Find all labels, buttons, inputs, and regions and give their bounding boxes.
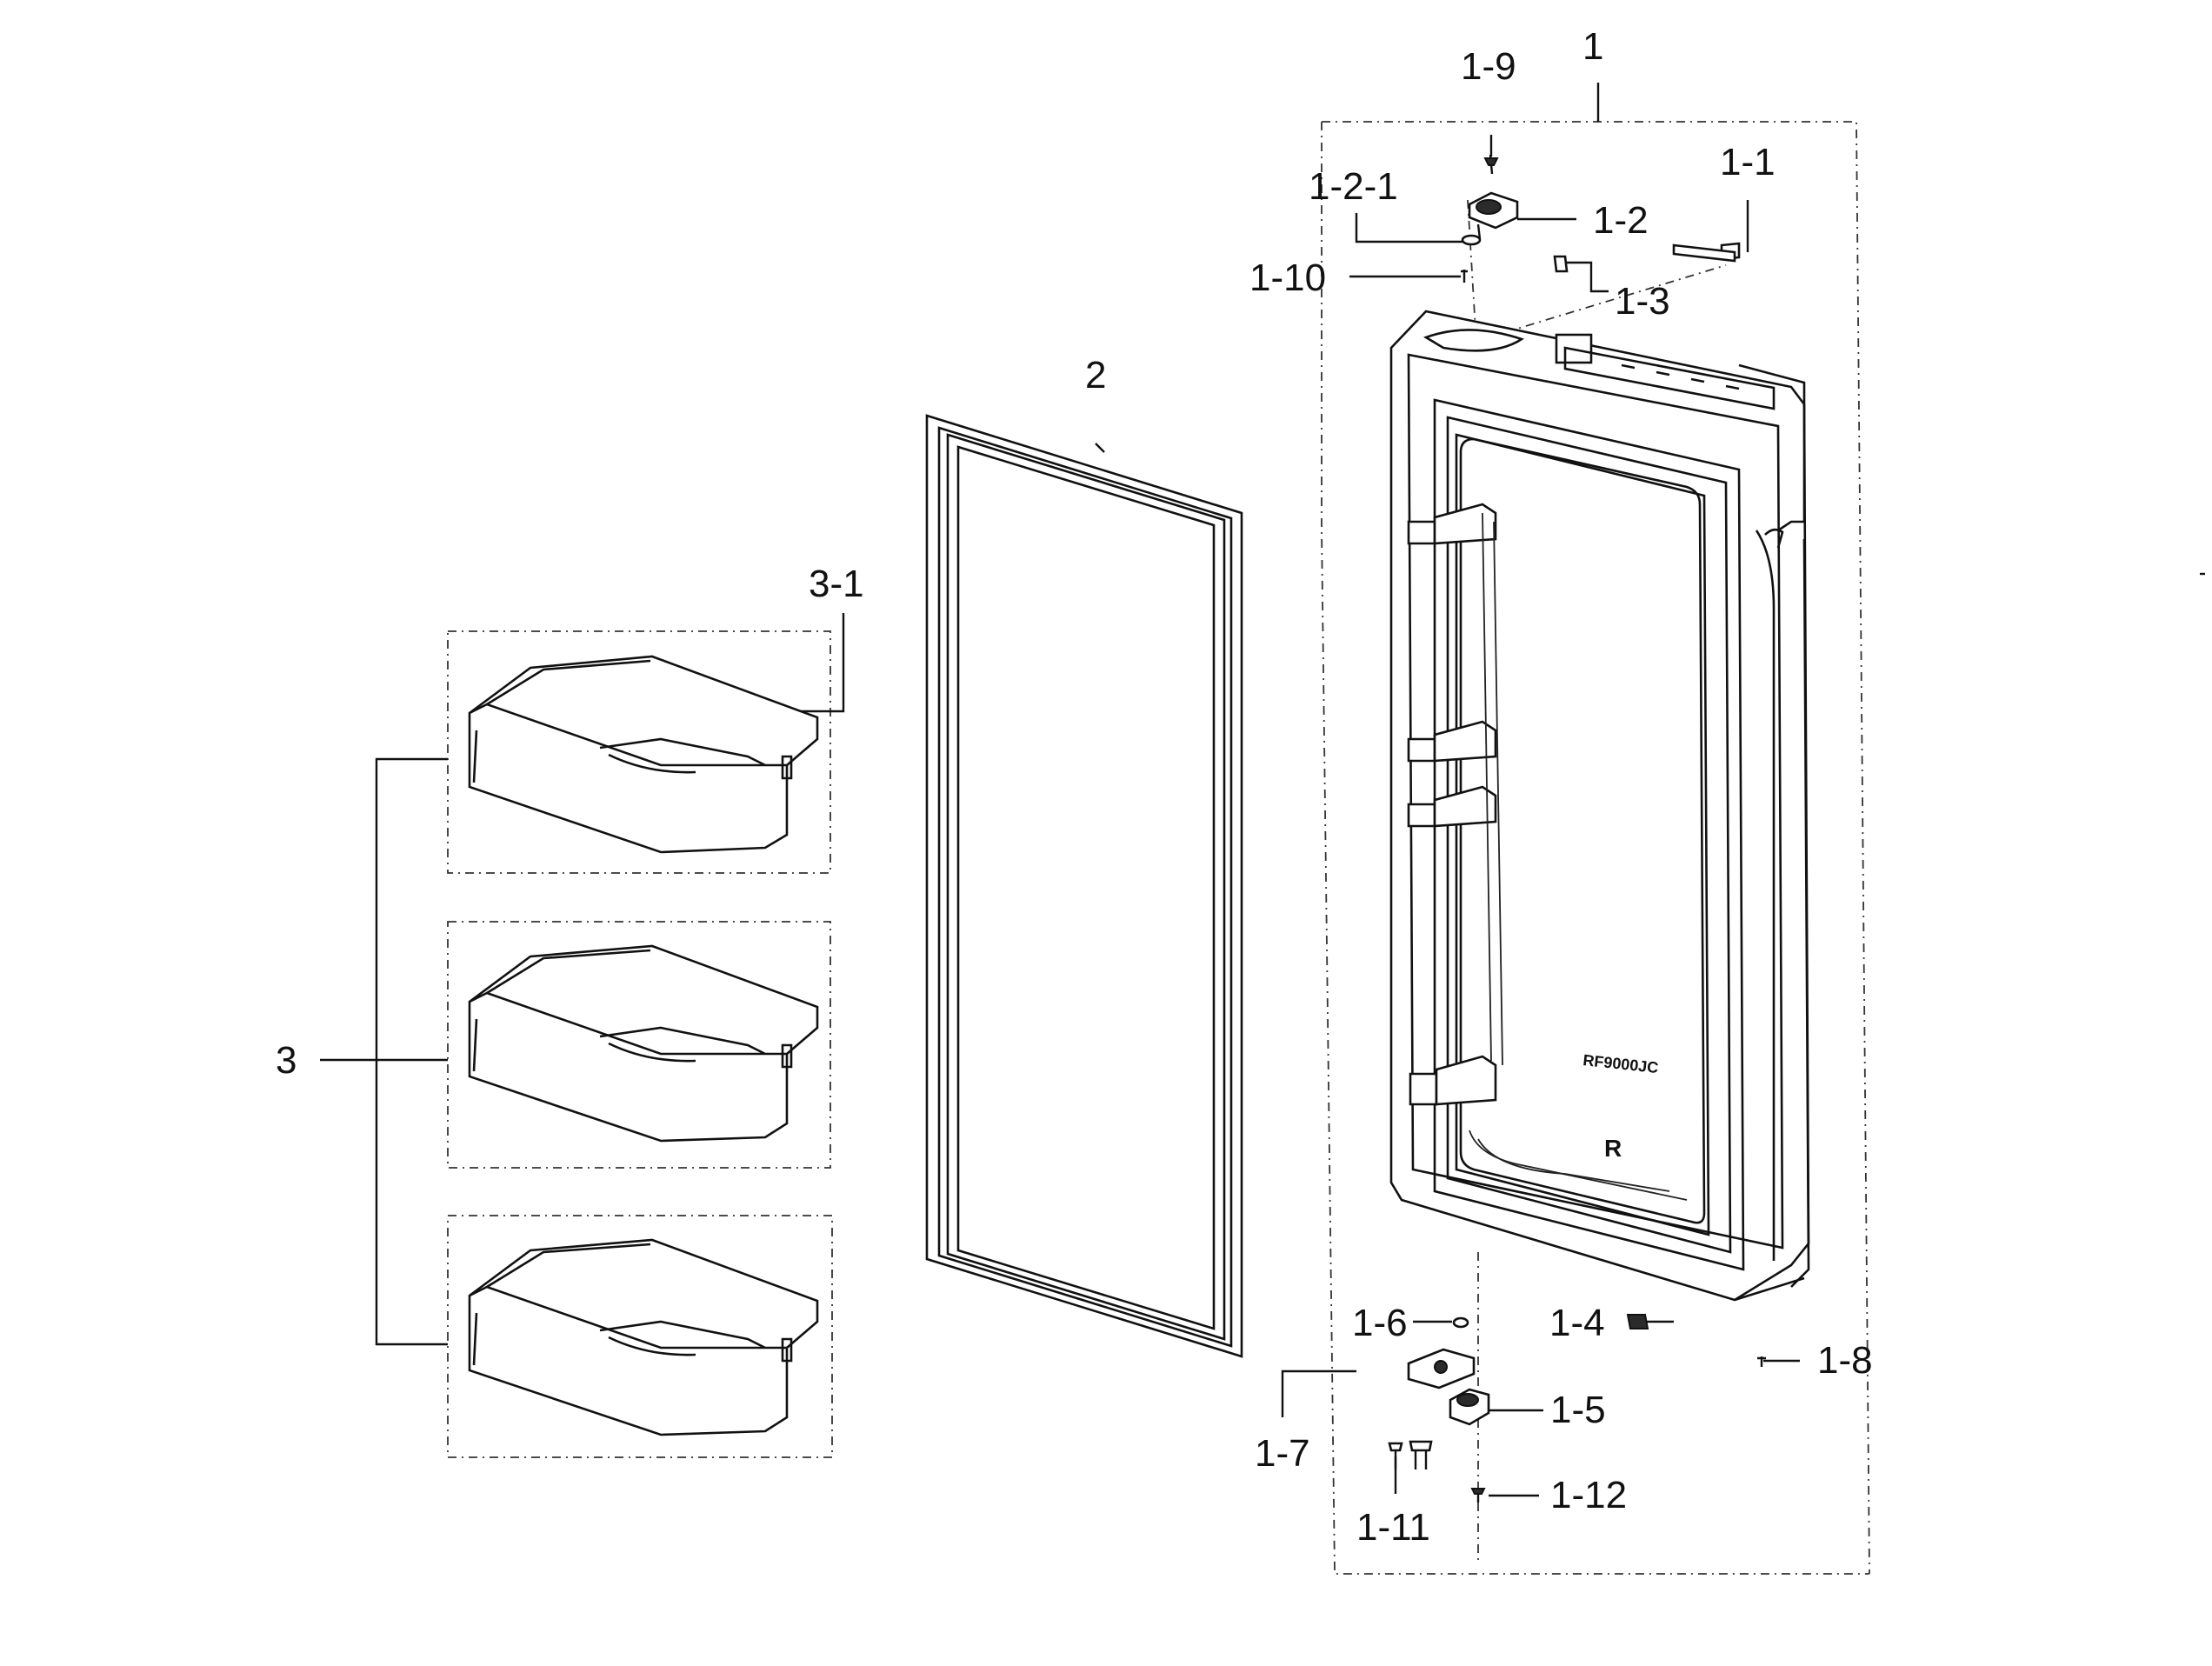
- callout-1-10: 1-10: [1249, 257, 1327, 299]
- door-bin-3: [468, 1238, 819, 1436]
- callout-3-1: 3-1: [809, 563, 864, 605]
- hinge-screw-1-9: [1483, 154, 1499, 175]
- assembly-1-dashed-outline: [1321, 121, 1870, 1575]
- door-side-marking: R: [1604, 1135, 1622, 1162]
- callout-3: 3: [276, 1039, 297, 1082]
- callout-1-9: 1-9: [1461, 45, 1516, 88]
- door-bin-1: [468, 655, 819, 854]
- callout-1-1: 1-1: [1720, 141, 1776, 183]
- callout-1-6: 1-6: [1352, 1302, 1408, 1344]
- callout-1: 1: [1582, 25, 1604, 68]
- hinge-plate-1-7: [1407, 1348, 1476, 1389]
- callout-2: 2: [1085, 354, 1107, 397]
- callout-1-5: 1-5: [1550, 1389, 1606, 1431]
- callout-1-11: 1-11: [1356, 1506, 1430, 1549]
- callout-1-4: 1-4: [1549, 1302, 1605, 1344]
- bin-group-dashed-outlines: [447, 630, 833, 1458]
- hinge-lower-1-5: [1449, 1388, 1490, 1426]
- screws-1-11: [1388, 1440, 1433, 1469]
- callout-1-8: 1-8: [1817, 1339, 1873, 1382]
- screw-1-8: [1757, 1356, 1766, 1367]
- screw-1-12: [1470, 1488, 1486, 1503]
- clip-1-3: [1553, 255, 1569, 273]
- callout-1-7: 1-7: [1255, 1432, 1310, 1475]
- hinge-washer-1-2-1: [1461, 234, 1482, 246]
- callout-1-2-1: 1-2-1: [1309, 165, 1398, 208]
- screw-1-10: [1461, 270, 1468, 283]
- door-assembly: [1389, 310, 1810, 1302]
- callout-1-3: 1-3: [1615, 280, 1670, 323]
- side-latch-mark: [1764, 528, 2205, 576]
- cover-1-1: [1672, 242, 1741, 263]
- callout-1-12: 1-12: [1550, 1474, 1628, 1516]
- part-1-4: [1626, 1314, 1649, 1329]
- door-bin-2: [468, 944, 819, 1143]
- hinge-upper-1-2: [1468, 191, 1519, 240]
- door-gasket: [925, 414, 1243, 1358]
- part-1-6: [1452, 1316, 1469, 1329]
- door-shelf-supports: [1407, 503, 1497, 1106]
- callout-1-2: 1-2: [1593, 199, 1649, 242]
